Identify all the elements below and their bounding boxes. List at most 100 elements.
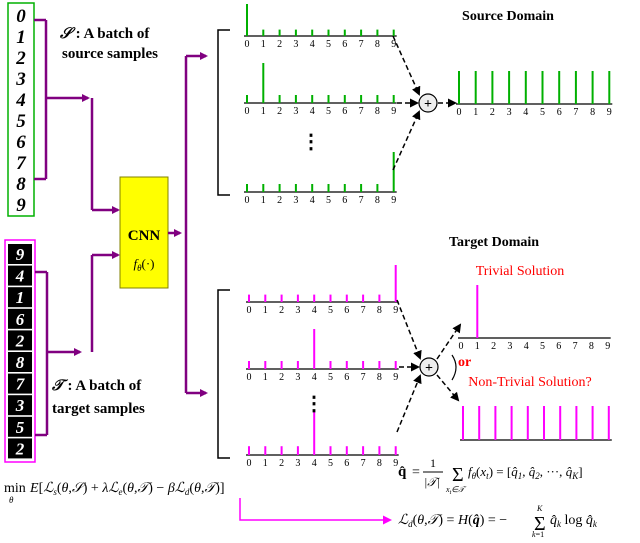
q-body: fθ(xt) = [q̂1, q̂2, ···, q̂K] xyxy=(468,464,583,481)
source-domain-title: Source Domain xyxy=(462,9,554,24)
source-aggregate-hist-tick-label: 8 xyxy=(590,107,595,118)
target-digit-tile xyxy=(8,373,32,394)
source-digit: 5 xyxy=(16,111,26,132)
nontrivial-solution-label: Non-Trivial Solution? xyxy=(468,375,592,390)
trivial-solution-hist-tick-label: 9 xyxy=(605,341,610,352)
diversity-sum-sign: Σ xyxy=(534,513,546,535)
trivial-solution-hist-tick-label: 4 xyxy=(524,341,529,352)
source-digit: 4 xyxy=(15,90,26,111)
target-digit-tile xyxy=(8,352,32,372)
q-sum-index: xt∈𝒯 xyxy=(445,485,467,496)
target-sample-1-hist-tick-label: 3 xyxy=(295,305,300,316)
source-sample-3-hist-tick-label: 7 xyxy=(359,195,364,206)
source-digit: 0 xyxy=(16,6,26,27)
target-digit: 6 xyxy=(16,310,25,329)
source-sample-3-hist-tick-label: 9 xyxy=(391,195,396,206)
target-sample-3-hist-tick-label: 3 xyxy=(295,458,300,469)
source-sample-3-hist-tick-label: 0 xyxy=(245,195,250,206)
target-sample-1-hist-tick-label: 2 xyxy=(279,305,284,316)
formula-objective: min θ E[ℒs(θ,𝒮) + λℒe(θ,𝒯) − βℒd(θ,𝒯)] xyxy=(4,481,225,505)
target-sample-2-hist-tick-label: 9 xyxy=(393,372,398,383)
trivial-solution-hist-tick-label: 3 xyxy=(507,341,512,352)
q-equals: = xyxy=(412,465,420,480)
source-digit: 6 xyxy=(16,132,26,153)
source-sample-1-hist-tick-label: 4 xyxy=(310,39,315,50)
q-hat-symbol: q̂ xyxy=(398,464,407,480)
source-aggregate-hist-tick-label: 5 xyxy=(540,107,545,118)
trivial-solution-label: Trivial Solution xyxy=(476,264,565,279)
target-digit: 2 xyxy=(15,331,25,350)
source-sample-2-hist-tick-label: 6 xyxy=(342,106,347,117)
target-sample-2-hist-tick-label: 6 xyxy=(344,372,349,383)
source-digit: 2 xyxy=(15,48,26,69)
target-sample-1-hist-tick-label: 0 xyxy=(247,305,252,316)
target-sample-3-hist-tick-label: 8 xyxy=(377,458,382,469)
target-sample-2-hist-tick-label: 0 xyxy=(247,372,252,383)
trivial-solution-hist-tick-label: 5 xyxy=(540,341,545,352)
target-caption-symbol: 𝒯 xyxy=(51,378,69,394)
source-caption-line1: 𝒮: A batch of xyxy=(59,26,150,42)
target-sample-1-hist-tick-label: 4 xyxy=(312,305,317,316)
source-aggregate-hist-tick-label: 9 xyxy=(607,107,612,118)
target-sample-1-hist-tick-label: 6 xyxy=(344,305,349,316)
source-sample-1-hist-tick-label: 3 xyxy=(293,39,298,50)
source-sample-1-hist-tick-label: 0 xyxy=(245,39,250,50)
source-digit: 8 xyxy=(16,174,26,195)
target-sample-2-hist-tick-label: 8 xyxy=(377,372,382,383)
target-sample-2-hist-tick-label: 3 xyxy=(295,372,300,383)
diversity-link-arrow xyxy=(239,498,392,525)
source-sample-3-hist-tick-label: 1 xyxy=(261,195,266,206)
target-digit: 3 xyxy=(15,396,25,415)
formula-diversity: ℒd(θ,𝒯) = H(q̂) = − Σ K k=1 q̂k log q̂k xyxy=(398,504,598,539)
source-sample-1-hist-tick-label: 8 xyxy=(375,39,380,50)
source-sample-2-hist-tick-label: 8 xyxy=(375,106,380,117)
source-sample-1-hist-tick-label: 7 xyxy=(359,39,364,50)
source-sample-2-hist-tick-label: 0 xyxy=(245,106,250,117)
source-sample-2-hist-tick-label: 1 xyxy=(261,106,266,117)
source-sample-3-hist-tick-label: 2 xyxy=(277,195,282,206)
target-sample-3-hist-tick-label: 4 xyxy=(312,458,317,469)
target-digit-tile xyxy=(8,416,32,437)
source-sample-3-hist-tick-label: 5 xyxy=(326,195,331,206)
target-sample-3-hist-tick-label: 1 xyxy=(263,458,268,469)
choice-arc xyxy=(451,354,457,381)
source-sample-1-hist-tick-label: 5 xyxy=(326,39,331,50)
target-domain-title: Target Domain xyxy=(449,235,539,250)
objective-body: E[ℒs(θ,𝒮) + λℒe(θ,𝒯) − βℒd(θ,𝒯)] xyxy=(29,481,225,497)
source-sample-2-hist-tick-label: 7 xyxy=(359,106,364,117)
source-batch-box xyxy=(7,2,35,217)
source-sample-2-hist-tick-label: 5 xyxy=(326,106,331,117)
target-sum-node xyxy=(419,357,439,377)
target-digit: 8 xyxy=(16,353,25,372)
source-ellipsis: ⋮ xyxy=(301,131,321,153)
source-sample-3-hist-tick-label: 3 xyxy=(293,195,298,206)
trivial-solution-hist-tick-label: 6 xyxy=(556,341,561,352)
source-sample-2-hist-tick-label: 2 xyxy=(277,106,282,117)
source-sample-3-hist-tick-label: 4 xyxy=(310,195,315,206)
target-digit-tile xyxy=(8,330,32,351)
cnn-func-args: (·) xyxy=(142,256,155,271)
source-sum-arrows xyxy=(392,35,457,171)
target-caption-line1: 𝒯: A batch of xyxy=(51,378,142,394)
target-sample-3-hist-tick-label: 5 xyxy=(328,458,333,469)
q-frac-num: 1 xyxy=(430,456,436,470)
target-digit: 4 xyxy=(15,267,25,286)
source-aggregate-hist-tick-label: 2 xyxy=(490,107,495,118)
target-sample-1-hist-tick-label: 5 xyxy=(328,305,333,316)
target-bracket xyxy=(35,251,120,437)
nontrivial-solution-hist xyxy=(460,406,612,441)
source-caption-text: : A batch of xyxy=(76,26,151,42)
source-digit: 7 xyxy=(16,153,27,174)
target-sample-1-hist-tick-label: 1 xyxy=(263,305,268,316)
cnn-label: CNN xyxy=(128,228,161,244)
source-digit: 3 xyxy=(15,69,26,90)
objective-min-sub: θ xyxy=(9,495,14,505)
trivial-solution-hist-tick-label: 1 xyxy=(475,341,480,352)
source-sum-symbol: + xyxy=(424,97,432,112)
